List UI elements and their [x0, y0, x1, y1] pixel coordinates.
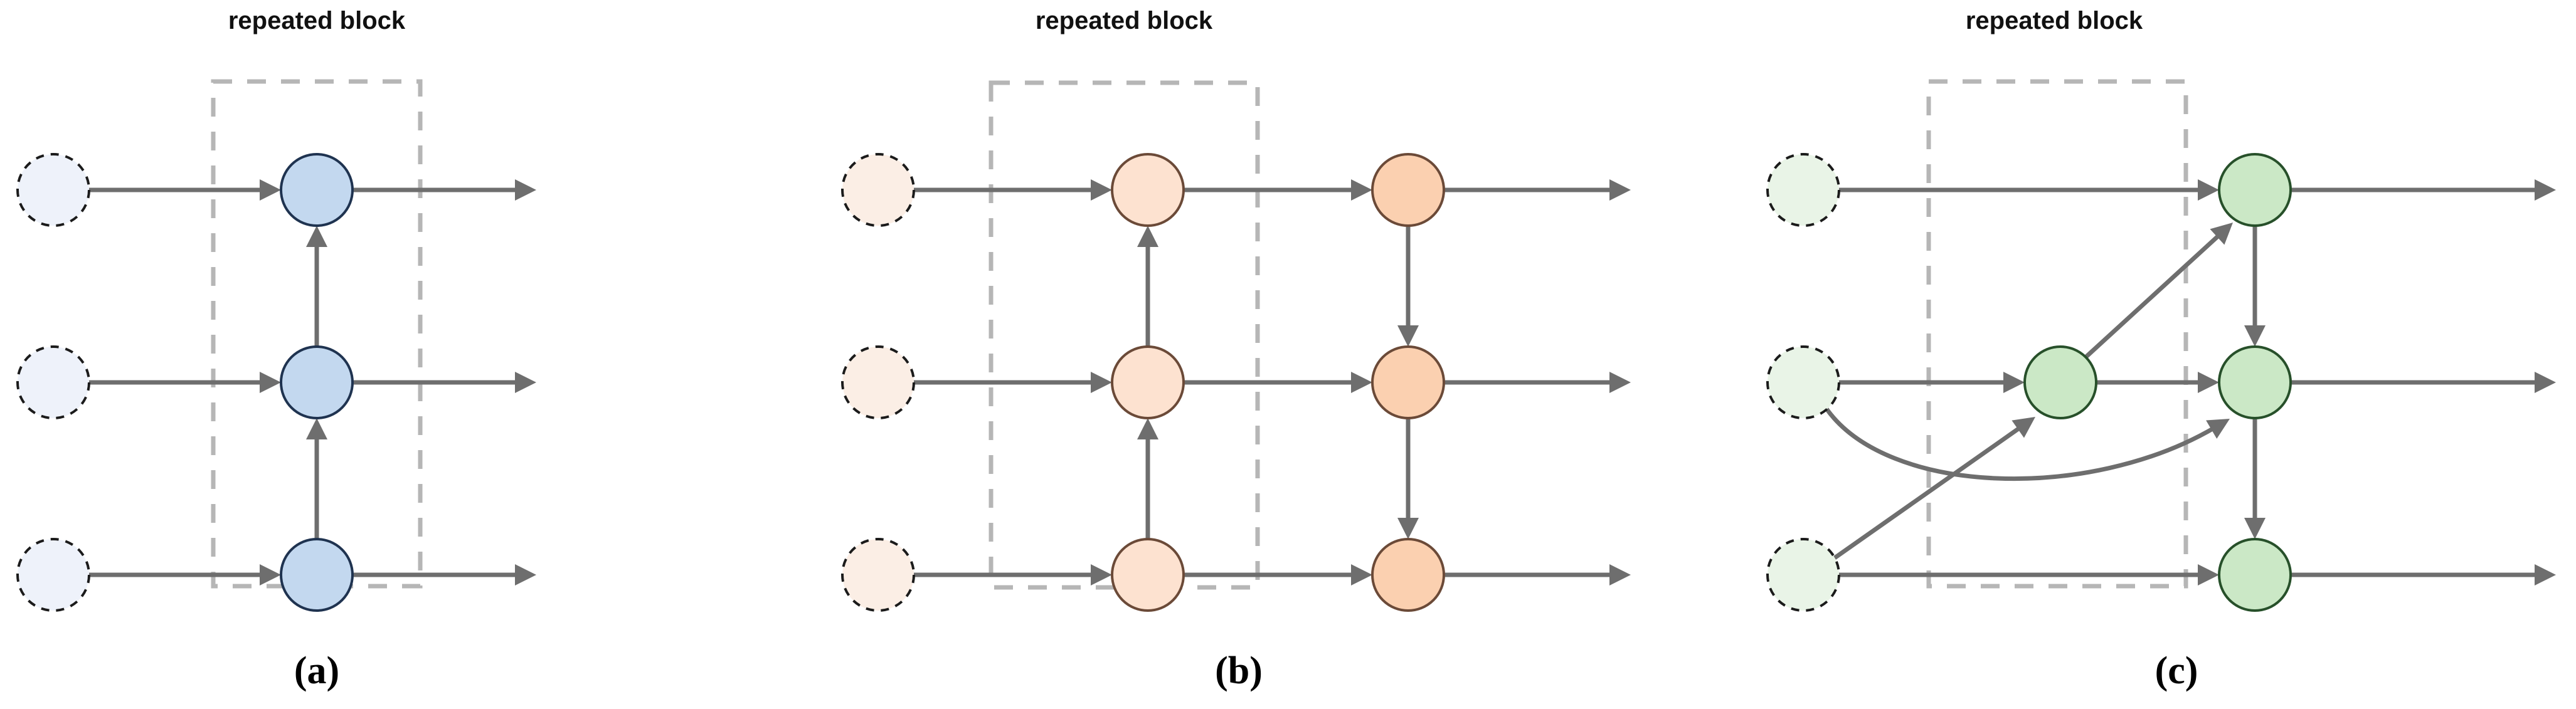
- edge-node-bottom-out-arrowhead: [515, 564, 536, 586]
- panel-c: repeated block (c): [1766, 7, 2556, 692]
- panel-b-layer1-nodes: [1111, 153, 1185, 612]
- node-right-bottom: [2218, 538, 2292, 612]
- input-bottom: [1766, 538, 1840, 612]
- panel-c-edges: [1825, 179, 2556, 586]
- node-col2-middle: [1371, 345, 1445, 419]
- edge-right-bottom-out-arrowhead: [2535, 564, 2556, 586]
- input-middle: [841, 345, 915, 419]
- panel-b-layer2-nodes: [1371, 153, 1445, 612]
- panel-b-repeated-block-boundary: [989, 80, 1260, 590]
- input-bottom: [841, 538, 915, 612]
- edge-col2-middle-out-arrowhead: [1609, 372, 1631, 393]
- edge-input-top-to-right-top-arrowhead: [2198, 179, 2219, 201]
- panel-b-input-nodes: [841, 153, 915, 612]
- edge-node-middle-out-arrowhead: [515, 372, 536, 393]
- edge-col1-top-to-col2-arrowhead: [1351, 179, 1372, 201]
- panel-a: repeated block (a): [16, 7, 536, 692]
- panel-a-label: (a): [294, 649, 339, 692]
- edge-right-top-out-arrowhead: [2535, 179, 2556, 201]
- input-bottom: [16, 538, 90, 612]
- panel-a-block-title: repeated block: [228, 7, 406, 34]
- edge-col1-bottom-to-col2-arrowhead: [1351, 564, 1372, 586]
- panel-c-block-title: repeated block: [1966, 7, 2143, 34]
- edge-col2-top-to-middle-down-arrowhead: [1397, 325, 1419, 347]
- edge-input-middle-to-mid-arrowhead: [2003, 372, 2025, 393]
- input-middle: [1766, 345, 1840, 419]
- node-col1-top: [1111, 153, 1185, 227]
- node-col2-top: [1371, 153, 1445, 227]
- input-top: [1766, 153, 1840, 227]
- edge-right-top-to-middle-down-arrowhead: [2244, 325, 2266, 347]
- edge-mid-to-right-middle-arrowhead: [2198, 372, 2219, 393]
- input-top: [841, 153, 915, 227]
- edge-col2-top-out-arrowhead: [1609, 179, 1631, 201]
- edge-input-middle-to-col1-arrowhead: [1091, 372, 1112, 393]
- edge-right-middle-to-bottom-down-arrowhead: [2244, 518, 2266, 539]
- edge-input-middle-to-node-arrowhead: [260, 372, 281, 393]
- edge-mid-to-right-top-diagonal: [2084, 233, 2222, 359]
- node-right-top: [2218, 153, 2292, 227]
- panel-c-label: (c): [2155, 649, 2198, 692]
- panel-a-layer-nodes: [280, 153, 354, 612]
- panel-c-repeated-block-boundary: [1926, 79, 2188, 589]
- edge-node-top-out-arrowhead: [515, 179, 536, 201]
- node-right-middle: [2218, 345, 2292, 419]
- node-mid-middle: [2023, 345, 2097, 419]
- node-col2-bottom: [1371, 538, 1445, 612]
- node-col1-bottom: [1111, 538, 1185, 612]
- edge-col1-middle-to-top-up-arrowhead: [1137, 226, 1158, 247]
- panel-c-intermediate-nodes: [2023, 345, 2097, 419]
- node-col1-middle: [280, 345, 354, 419]
- input-middle: [16, 345, 90, 419]
- edge-input-middle-to-right-middle-curve-arrowhead: [2206, 419, 2230, 439]
- edge-col2-middle-to-bottom-down-arrowhead: [1397, 518, 1419, 539]
- edge-input-bottom-to-col1-arrowhead: [1091, 564, 1112, 586]
- input-top: [16, 153, 90, 227]
- edge-bottom-to-middle-up-arrowhead: [306, 418, 327, 439]
- node-col1-bottom: [280, 538, 354, 612]
- edge-right-middle-out-arrowhead: [2535, 372, 2556, 393]
- edge-input-bottom-to-right-bottom-arrowhead: [2198, 564, 2219, 586]
- edge-input-middle-to-right-middle-curve: [1825, 407, 2216, 481]
- panel-c-input-nodes: [1766, 153, 1840, 612]
- edge-middle-to-top-up-arrowhead: [306, 226, 327, 247]
- edge-input-bottom-to-mid-diagonal: [1833, 425, 2023, 560]
- edge-input-top-to-node-arrowhead: [260, 179, 281, 201]
- edge-col1-bottom-to-middle-up-arrowhead: [1137, 418, 1158, 439]
- node-col1-top: [280, 153, 354, 227]
- edge-col1-middle-to-col2-arrowhead: [1351, 372, 1372, 393]
- panel-a-input-nodes: [16, 153, 90, 612]
- edge-input-bottom-to-node-arrowhead: [260, 564, 281, 586]
- edge-input-bottom-to-mid-diagonal-arrowhead: [2012, 417, 2035, 438]
- panel-c-output-nodes: [2218, 153, 2292, 612]
- node-col1-middle: [1111, 345, 1185, 419]
- panel-b-edges: [914, 179, 1631, 586]
- edge-input-top-to-col1-arrowhead: [1091, 179, 1112, 201]
- edge-col2-bottom-out-arrowhead: [1609, 564, 1631, 586]
- panel-b-block-title: repeated block: [1036, 7, 1213, 34]
- panel-b-label: (b): [1215, 649, 1263, 692]
- panel-b: repeated block (b): [841, 7, 1631, 692]
- panel-a-edges: [89, 179, 536, 586]
- edge-mid-to-right-top-diagonal-arrowhead: [2210, 223, 2233, 245]
